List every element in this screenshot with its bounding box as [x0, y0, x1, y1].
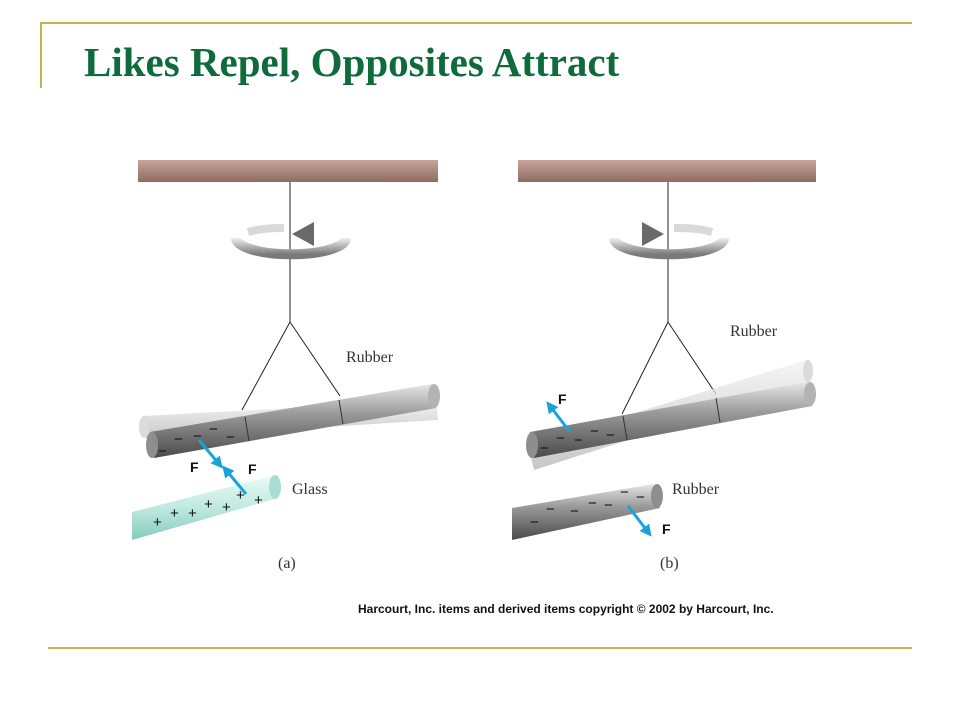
- panel-b: Rubber − − − − − F Rubber − − − − −: [512, 160, 816, 572]
- svg-text:−: −: [158, 443, 167, 460]
- hanging-rubber-rod-b: [526, 382, 816, 458]
- positive-charges-a: + + + + + + +: [153, 487, 263, 531]
- hanging-rubber-rod-a: [146, 384, 440, 458]
- ceiling-bar-a: [138, 160, 438, 182]
- force-label-1-b: F: [558, 391, 567, 407]
- force-arrow-up-a: [222, 465, 248, 495]
- svg-text:+: +: [204, 496, 213, 513]
- copyright-credit: Harcourt, Inc. items and derived items c…: [358, 602, 774, 616]
- svg-text:−: −: [530, 514, 539, 531]
- svg-text:−: −: [174, 431, 183, 448]
- svg-text:+: +: [153, 514, 162, 531]
- slide-title: Likes Repel, Opposites Attract: [84, 39, 620, 85]
- bottom-horizontal-rule: [48, 647, 912, 649]
- svg-text:−: −: [546, 501, 555, 518]
- svg-text:−: −: [570, 503, 579, 520]
- svg-text:+: +: [188, 505, 197, 522]
- clockwise-rotation-icon: [609, 222, 729, 260]
- sling-left-b: [621, 321, 669, 415]
- counterclockwise-rotation-icon: [231, 222, 351, 260]
- sling-right-b: [667, 321, 717, 395]
- panel-a: Rubber − − − − − Glass + + + + + +: [132, 160, 440, 572]
- svg-text:−: −: [209, 421, 218, 438]
- force-label-1-a: F: [190, 459, 199, 475]
- svg-text:+: +: [236, 487, 245, 504]
- force-arrow-down-b: [626, 505, 652, 537]
- svg-text:+: +: [222, 499, 231, 516]
- svg-text:−: −: [540, 440, 549, 457]
- lower-rod-label-b: Rubber: [672, 481, 720, 498]
- svg-text:−: −: [636, 489, 645, 506]
- svg-text:−: −: [556, 430, 565, 447]
- ceiling-bar-b: [518, 160, 816, 182]
- glass-rod-label-a: Glass: [292, 481, 328, 498]
- caption-b: (b): [660, 555, 679, 572]
- sling-left-a: [241, 321, 291, 411]
- svg-text:+: +: [170, 505, 179, 522]
- svg-text:−: −: [226, 429, 235, 446]
- svg-text:−: −: [590, 423, 599, 440]
- hanging-rod-label-b: Rubber: [730, 323, 778, 340]
- negative-charges-lower-b: − − − − − − −: [530, 484, 645, 531]
- svg-text:−: −: [193, 428, 202, 445]
- sling-right-a: [289, 321, 341, 397]
- svg-text:+: +: [254, 492, 263, 509]
- glass-rod-a: [132, 475, 281, 540]
- force-arrow-up-b: [546, 401, 572, 433]
- negative-charges-a: − − − − −: [158, 421, 235, 460]
- force-arrow-down-a: [197, 439, 223, 469]
- top-horizontal-rule: [40, 22, 912, 24]
- negative-charges-upper-b: − − − − −: [540, 423, 615, 457]
- svg-text:−: −: [574, 432, 583, 449]
- svg-text:−: −: [606, 427, 615, 444]
- caption-a: (a): [278, 555, 296, 572]
- lower-rubber-rod-b: [512, 484, 663, 540]
- force-label-2-a: F: [248, 461, 257, 477]
- svg-text:−: −: [620, 484, 629, 501]
- hanging-rod-label-a: Rubber: [346, 349, 394, 366]
- svg-text:−: −: [604, 497, 613, 514]
- force-label-2-b: F: [662, 521, 671, 537]
- left-vertical-rule: [40, 22, 42, 88]
- svg-text:−: −: [588, 495, 597, 512]
